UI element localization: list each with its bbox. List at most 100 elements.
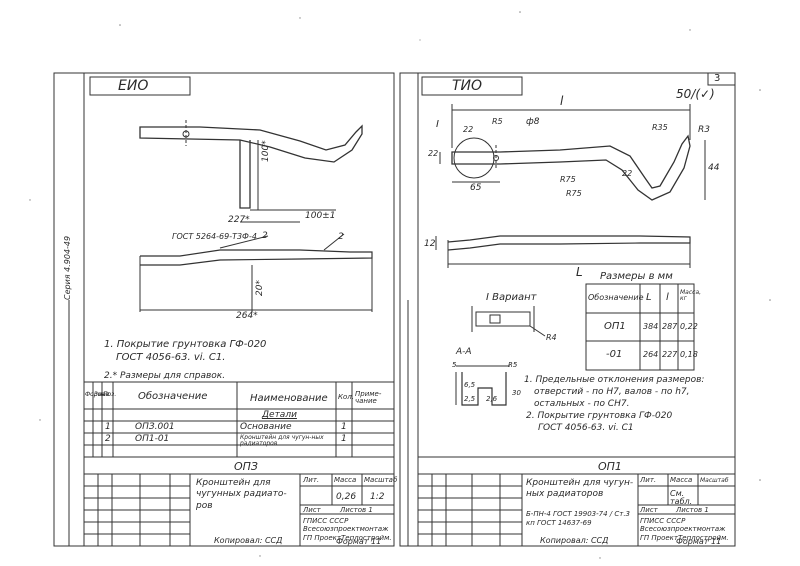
right-sheet-number: 3 — [714, 73, 721, 84]
left-mass-label: Масса — [334, 476, 357, 484]
dim-R3: R3 — [698, 125, 710, 135]
right-title: Кронштейн для чугун-ных радиаторов — [526, 478, 634, 500]
dim-44: 44 — [708, 163, 720, 173]
dim-12: 12 — [424, 239, 436, 249]
left-scale-label: Масштаб — [364, 476, 398, 484]
dim-2b: 2 — [338, 232, 344, 242]
sizes-row-1-designation: ОП1 — [604, 321, 626, 332]
left-sheets-label: Листов 1 — [340, 506, 373, 514]
sizes-col-mass: Масса, кг — [680, 289, 702, 302]
spec-col-note: Приме-чание — [355, 390, 382, 405]
sizes-col-l: l — [666, 292, 669, 303]
left-note-1: 1. Покрытие грунтовка ГФ-020 — [104, 339, 267, 350]
right-org: ГПИСС СССР Всесоюзпроектмонтаж ГП Проект… — [640, 517, 729, 542]
series-note: Серия 4.904-49 — [63, 235, 72, 300]
spec-row-details: Детали — [262, 410, 297, 420]
spec-row-2-pos: 2 — [105, 434, 111, 444]
right-mass: См. табл. — [670, 489, 693, 506]
sizes-row-2-mass: 0,18 — [680, 350, 698, 359]
sec-dim-25: 2,5 — [464, 395, 476, 403]
left-note-1b: ГОСТ 4056-63. vi. С1. — [116, 352, 226, 363]
sizes-row-2-L: 264 — [643, 350, 659, 359]
sizes-row-2-l: 227 — [662, 350, 678, 359]
right-scale-label: Масштаб — [700, 477, 729, 484]
spec-row-1-qty: 1 — [341, 422, 347, 432]
sec-dim-26: 2,6 — [486, 395, 498, 403]
dim-R75: R75 — [560, 175, 576, 184]
sizes-row-1-mass: 0,22 — [680, 322, 698, 331]
right-note-1: 1. Предельные отклонения размеров: — [524, 375, 705, 385]
dim-l: l — [560, 94, 564, 108]
dim-100-1: 100±1 — [305, 211, 336, 221]
left-sheet-border — [53, 72, 395, 547]
spec-row-2-designation: ОП1-01 — [135, 434, 170, 444]
marker-I: I — [436, 119, 439, 130]
sizes-row-1-L: 384 — [643, 322, 659, 331]
left-format: Формат 11 — [336, 537, 382, 546]
variant-label: I Вариант — [486, 292, 537, 303]
right-material: Б-ПН-4 ГОСТ 19903-74 / Ст.3 кп ГОСТ 1463… — [526, 510, 631, 528]
spec-col-pos: Поз. — [103, 391, 117, 398]
left-lit-label: Лит. — [303, 476, 320, 484]
spec-row-1-pos: 1 — [105, 422, 111, 432]
spec-row-2-name: Кронштейн для чугун-ных радиаторов — [240, 434, 324, 447]
spec-col-qty: Кол. — [338, 393, 354, 401]
left-note-2: 2.* Размеры для справок. — [104, 371, 226, 381]
sizes-caption: Размеры в мм — [600, 271, 673, 282]
dim-22a: 22 — [463, 125, 474, 134]
gost-weld-label: ГОСТ 5264-69-Т3Ф-4 — [172, 232, 257, 241]
dim-22b: 22 — [428, 149, 439, 158]
dim-65: 65 — [470, 183, 482, 193]
left-scale: 1:2 — [370, 492, 385, 502]
dim-R4: R4 — [546, 333, 557, 342]
dim-264: 264* — [236, 311, 258, 321]
left-copied: Копировал: ССД — [214, 536, 283, 545]
right-note-2b: ГОСТ 4056-63. vi. С1 — [538, 423, 634, 433]
right-sheet-code: ТИО — [452, 78, 483, 94]
scan-noise — [29, 11, 771, 559]
dim-227: 227* — [228, 215, 250, 225]
dim-22c: 22 — [622, 169, 633, 178]
section-label: А-А — [456, 347, 472, 357]
spec-col-name: Наименование — [250, 393, 328, 404]
left-org: ГПИСС СССР Всесоюзпроектмонтаж ГП Проект… — [303, 517, 392, 542]
sizes-col-designation: Обозначение — [588, 293, 644, 302]
right-sheet-border — [399, 72, 736, 547]
spec-row-1-designation: ОПЗ.001 — [135, 422, 175, 432]
dim-20: 20* — [255, 280, 265, 296]
right-note-1c: остальных - по СН7. — [534, 399, 630, 409]
right-doc-code: ОП1 — [598, 460, 622, 473]
spec-row-2-qty: 1 — [341, 434, 347, 444]
sec-dim-5: 5 — [452, 361, 457, 369]
spec-col-format: Формат — [85, 391, 110, 398]
sec-dim-R5: R5 — [508, 361, 518, 369]
right-lit-label: Лит. — [640, 476, 657, 484]
sec-dim-30: 30 — [512, 389, 521, 397]
right-mass-label: Масса — [670, 476, 693, 484]
right-format: Формат 11 — [676, 537, 722, 546]
left-title: Кронштейн для чугунных радиато-ров — [196, 478, 287, 511]
dim-2: 2 — [262, 231, 268, 241]
spec-col-zone: Зона — [94, 391, 110, 398]
dim-R5: R5 — [492, 117, 503, 126]
dim-L: L — [576, 265, 583, 279]
left-mass: 0,26 — [336, 492, 357, 502]
roughness-mark: 50/(✓) — [676, 87, 715, 101]
dim-R75b: R75 — [566, 189, 582, 198]
left-doc-code: ОПЗ — [234, 460, 258, 473]
dim-phi8: ф8 — [526, 117, 540, 127]
left-sheet-label: Лист — [303, 506, 321, 514]
right-sheets-label: Листов 1 — [676, 506, 709, 514]
sizes-row-2-designation: -01 — [606, 349, 623, 360]
spec-col-designation: Обозначение — [138, 391, 208, 402]
sec-dim-65: 6,5 — [464, 381, 476, 389]
spec-row-1-name: Основание — [240, 422, 292, 432]
right-note-2: 2. Покрытие грунтовка ГФ-020 — [526, 411, 673, 421]
right-copied: Копировал: ССД — [540, 536, 609, 545]
sizes-col-L: L — [646, 292, 652, 303]
right-note-1b: отверстий - по Н7, валов - по h7, — [534, 387, 690, 397]
sizes-row-1-l: 287 — [662, 322, 678, 331]
right-sheet-label: Лист — [640, 506, 658, 514]
